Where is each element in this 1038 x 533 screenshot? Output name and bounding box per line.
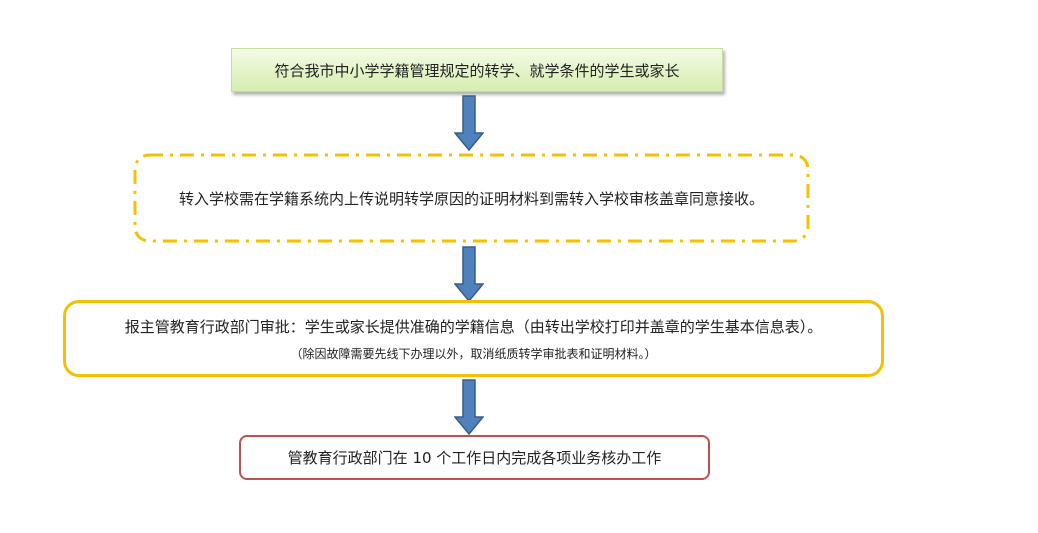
step-3-text: 报主管教育行政部门审批：学生或家长提供准确的学籍信息（由转出学校打印并盖章的学生… [124, 317, 823, 336]
arrow-down-icon [454, 379, 484, 435]
step-1-text: 符合我市中小学学籍管理规定的转学、就学条件的学生或家长 [274, 61, 680, 80]
step-3-approval-box: 报主管教育行政部门审批：学生或家长提供准确的学籍信息（由转出学校打印并盖章的学生… [63, 300, 884, 377]
arrow-down-icon [454, 95, 484, 151]
arrow-down-icon [454, 246, 484, 302]
step-4-completion-box: 管教育行政部门在 10 个工作日内完成各项业务核办工作 [239, 435, 710, 480]
dash-dot-border [133, 153, 810, 243]
step-2-text: 转入学校需在学籍系统内上传说明转学原因的证明材料到需转入学校审核盖章同意接收。 [178, 189, 764, 208]
step-2-upload-box: 转入学校需在学籍系统内上传说明转学原因的证明材料到需转入学校审核盖章同意接收。 [133, 153, 810, 243]
step-3-note: （除因故障需要先线下办理以外，取消纸质转学审批表和证明材料。） [290, 346, 657, 361]
step-1-eligibility-box: 符合我市中小学学籍管理规定的转学、就学条件的学生或家长 [231, 48, 723, 92]
step-4-text: 管教育行政部门在 10 个工作日内完成各项业务核办工作 [287, 449, 662, 467]
